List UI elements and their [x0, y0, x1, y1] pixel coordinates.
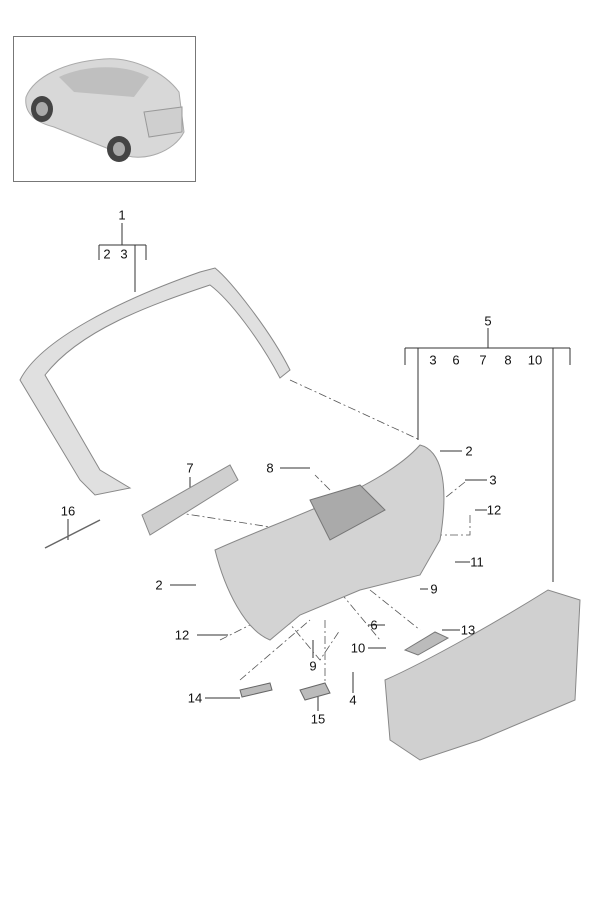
- callout-5-sub-10[interactable]: 10: [527, 352, 543, 368]
- callout-15[interactable]: 15: [310, 711, 326, 727]
- car-icon: [25, 58, 185, 162]
- vehicle-thumbnail: [13, 36, 196, 182]
- assembly-lines: [159, 379, 471, 690]
- callout-9-lower[interactable]: 9: [309, 658, 317, 674]
- callout-12[interactable]: 12: [486, 502, 502, 518]
- callout-13[interactable]: 13: [460, 622, 476, 638]
- callout-3[interactable]: 3: [489, 472, 497, 488]
- callout-14[interactable]: 14: [187, 690, 203, 706]
- callout-5-sub-6[interactable]: 6: [452, 352, 460, 368]
- callout-8[interactable]: 8: [266, 460, 274, 476]
- callout-2[interactable]: 2: [465, 443, 473, 459]
- part-5-tailgate-trim: [214, 444, 445, 641]
- callout-5-sub-7[interactable]: 7: [479, 352, 487, 368]
- callout-9[interactable]: 9: [430, 581, 438, 597]
- lower-trim-panel: [384, 589, 581, 761]
- part-16-cable: [44, 519, 101, 549]
- mesh-panel: [309, 484, 386, 541]
- callout-10[interactable]: 10: [350, 640, 366, 656]
- part-7-grille: [141, 464, 239, 536]
- part-15-light: [299, 682, 331, 701]
- callout-1-sub-2[interactable]: 2: [103, 246, 111, 262]
- callout-11[interactable]: 11: [470, 554, 484, 570]
- callout-5-sub-3[interactable]: 3: [429, 352, 437, 368]
- part-14-light: [239, 682, 273, 698]
- callout-6[interactable]: 6: [370, 617, 378, 633]
- callout-16[interactable]: 16: [60, 503, 76, 519]
- callout-5[interactable]: 5: [484, 313, 492, 329]
- callout-1[interactable]: 1: [118, 207, 126, 223]
- part-13-handle: [403, 631, 450, 656]
- part-1-window-frame-trim: [19, 267, 291, 496]
- callout-1-sub-3[interactable]: 3: [120, 246, 128, 262]
- callout-5-sub-8[interactable]: 8: [504, 352, 512, 368]
- callout-2-left[interactable]: 2: [155, 577, 163, 593]
- callout-4[interactable]: 4: [349, 692, 357, 708]
- callout-12-lower[interactable]: 12: [174, 627, 190, 643]
- callout-7[interactable]: 7: [186, 460, 194, 476]
